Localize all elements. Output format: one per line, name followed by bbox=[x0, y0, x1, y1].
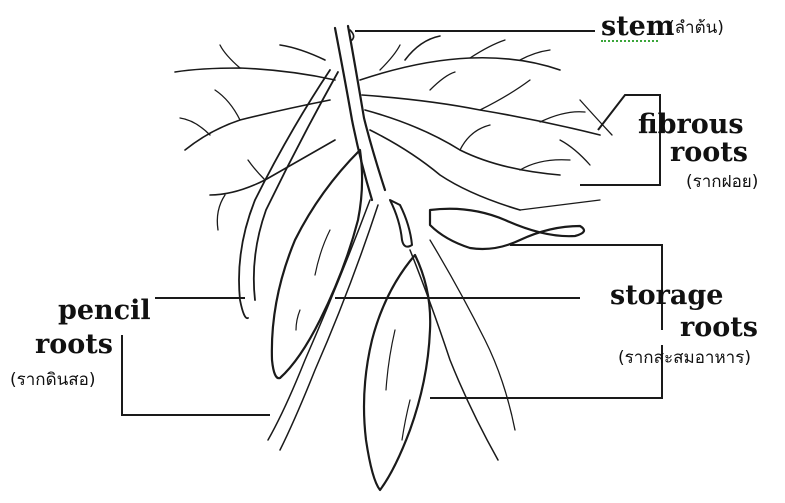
pencil-label-line1: pencil bbox=[58, 297, 151, 324]
callout-lines bbox=[122, 31, 662, 415]
pencil-roots-drawing bbox=[239, 70, 515, 460]
pencil-label-line2: roots bbox=[35, 331, 113, 358]
stem-thai-label: (ลำต้น) bbox=[668, 20, 724, 37]
fibrous-label-line2: roots bbox=[670, 139, 748, 166]
pencil-callout-lower bbox=[122, 335, 270, 415]
pencil-thai-label: (รากดินสอ) bbox=[10, 372, 95, 389]
spellcheck-underline bbox=[601, 37, 658, 42]
storage-roots-drawing bbox=[272, 150, 584, 490]
fibrous-label-line1: fibrous bbox=[638, 111, 744, 138]
fibrous-thai-label: (รากฝอย) bbox=[686, 174, 758, 191]
stem-label: stem bbox=[601, 13, 674, 40]
storage-label-line2: roots bbox=[680, 314, 758, 341]
storage-label-line1: storage bbox=[610, 282, 723, 309]
storage-thai-label: (รากสะสมอาหาร) bbox=[618, 350, 751, 367]
